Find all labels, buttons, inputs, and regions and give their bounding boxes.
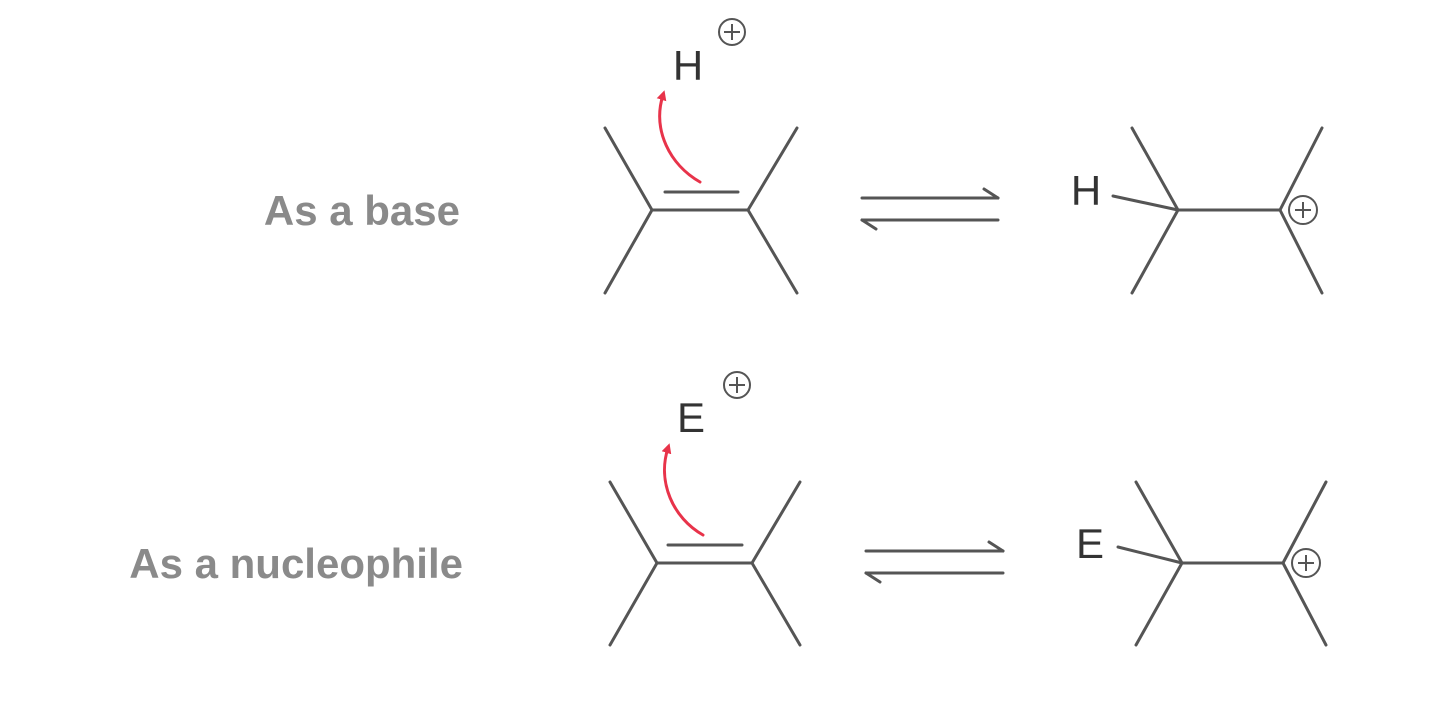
carbocation-product	[1111, 126, 1324, 295]
alkene-reactant	[608, 480, 802, 647]
positive-charge-icon	[718, 18, 746, 46]
product-atom: E	[1076, 520, 1104, 567]
positive-charge-icon	[723, 371, 751, 399]
equilibrium-arrows-icon	[860, 187, 1000, 231]
carbocation-product	[1116, 480, 1328, 647]
proton-atom: H	[673, 42, 703, 89]
reaction-row-base: As a base H H	[264, 18, 1324, 295]
row-label: As a base	[264, 187, 460, 234]
product-atom: H	[1071, 167, 1101, 214]
alkene-reactant	[603, 126, 799, 295]
electrophile-atom: E	[677, 394, 705, 441]
curly-arrow-icon	[661, 443, 705, 537]
equilibrium-arrows-icon	[864, 540, 1005, 584]
carbocation-charge-icon	[1288, 195, 1318, 225]
curly-arrow-icon	[656, 90, 702, 184]
row-label: As a nucleophile	[129, 540, 463, 587]
carbocation-charge-icon	[1291, 548, 1321, 578]
reaction-row-nucleophile: As a nucleophile E E	[129, 371, 1328, 647]
